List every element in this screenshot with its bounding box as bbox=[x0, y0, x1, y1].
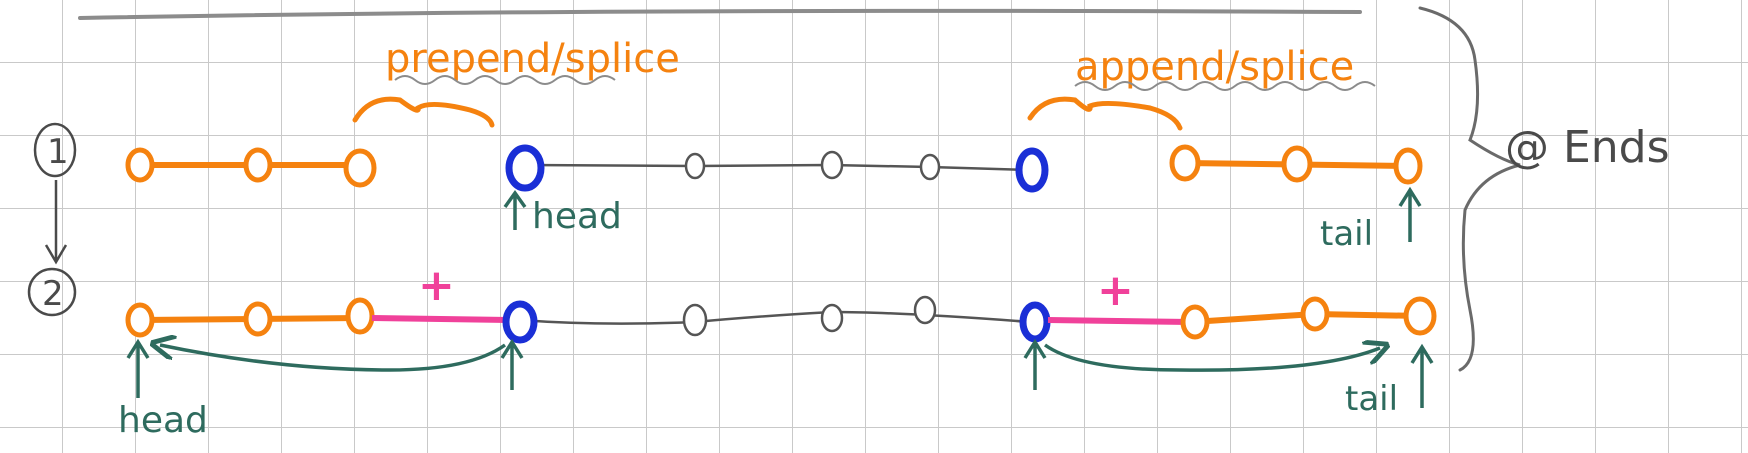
row1-mid-node-1 bbox=[684, 152, 706, 180]
row1-head-label: head bbox=[532, 196, 622, 237]
row2-head-node bbox=[502, 300, 538, 344]
row1-tail-node bbox=[1015, 147, 1049, 193]
row1-append-node-1 bbox=[1169, 144, 1201, 182]
row2-splice-plus-right: + bbox=[1097, 265, 1134, 316]
append-brace bbox=[1027, 96, 1183, 131]
prepend-underline-wave bbox=[394, 75, 616, 85]
row2-head-label: head bbox=[118, 400, 208, 441]
row2-append-node-2 bbox=[1300, 296, 1330, 332]
row2-splice-link-right bbox=[1047, 317, 1191, 325]
row1-head-arrow bbox=[503, 189, 527, 230]
row2-mid-node-3 bbox=[913, 295, 937, 325]
ends-label: @ Ends bbox=[1505, 122, 1670, 173]
append-splice-label: append/splice bbox=[1075, 44, 1354, 90]
row2-tail-arrow bbox=[1410, 343, 1434, 408]
row2-old-tail-arrow bbox=[1023, 338, 1047, 390]
row2-head-move-curve bbox=[160, 345, 507, 372]
row2-prepend-node-1 bbox=[125, 302, 155, 338]
step-1-circle bbox=[33, 122, 77, 178]
row1-append-node-3 bbox=[1393, 147, 1423, 185]
row2-mid-node-2 bbox=[820, 303, 844, 333]
row1-main-link bbox=[524, 163, 1031, 172]
row2-tail-label: tail bbox=[1345, 379, 1398, 419]
row2-tail-move-curve bbox=[1043, 345, 1380, 372]
right-curly-brace bbox=[1418, 6, 1521, 372]
prepend-splice-label: prepend/splice bbox=[385, 36, 680, 82]
row2-main-link bbox=[519, 310, 1031, 325]
row1-head-node bbox=[505, 144, 545, 192]
step-2-circle bbox=[27, 267, 77, 317]
row1-prepend-node-3 bbox=[343, 148, 377, 188]
append-underline-wave bbox=[1074, 81, 1376, 91]
row2-splice-link-left bbox=[371, 315, 513, 323]
row2-append-node-3 bbox=[1403, 296, 1437, 336]
step-2-number: 2 bbox=[42, 274, 64, 314]
row2-prepend-node-3 bbox=[345, 297, 375, 335]
row2-mid-node-1 bbox=[682, 303, 708, 337]
row2-splice-plus-left: + bbox=[418, 260, 455, 311]
row1-mid-node-2 bbox=[820, 150, 844, 180]
step-1-number: 1 bbox=[47, 132, 69, 172]
row1-prepend-node-2 bbox=[243, 147, 273, 183]
step-down-arrow bbox=[44, 180, 68, 265]
row1-prepend-node-1 bbox=[125, 147, 155, 183]
top-bracket-line bbox=[78, 8, 1362, 20]
row1-tail-arrow bbox=[1398, 186, 1422, 242]
row2-tail-node bbox=[1019, 301, 1051, 343]
row2-prepend-node-2 bbox=[243, 301, 273, 337]
row2-append-node-1 bbox=[1180, 304, 1210, 340]
row2-old-head-arrow bbox=[500, 338, 524, 390]
row1-mid-node-3 bbox=[919, 153, 941, 181]
prepend-brace bbox=[352, 96, 495, 128]
row2-head-arrow bbox=[126, 338, 150, 398]
row1-append-node-2 bbox=[1281, 145, 1313, 183]
row1-tail-label: tail bbox=[1320, 214, 1373, 254]
